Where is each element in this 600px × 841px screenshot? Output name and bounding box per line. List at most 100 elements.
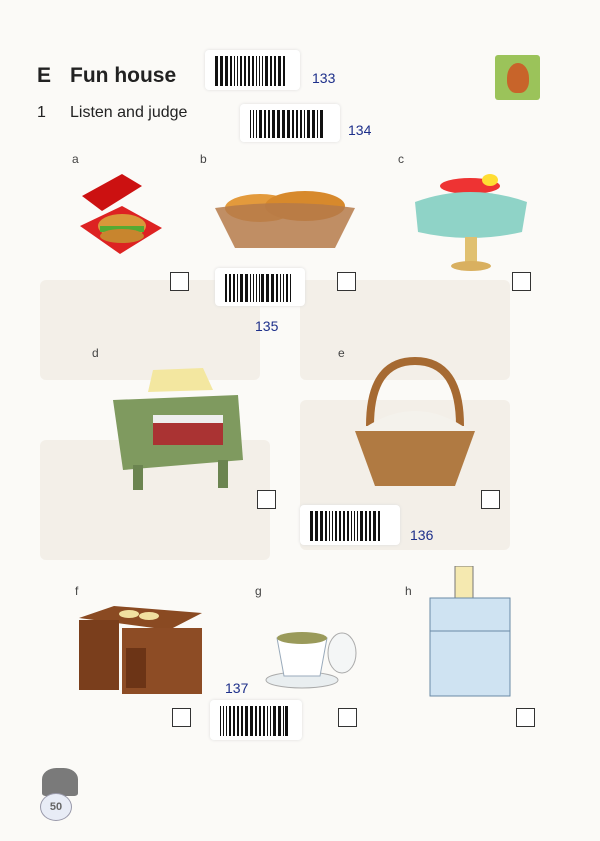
item-label: h — [405, 584, 412, 598]
audio-barcode-136[interactable] — [300, 505, 400, 545]
barcode-bar — [232, 274, 235, 302]
barcode-bar — [272, 110, 275, 138]
barcode-bar — [249, 706, 253, 736]
barcode-bar — [259, 706, 261, 736]
audio-barcode-133[interactable] — [205, 50, 300, 90]
barcode-bar — [290, 274, 291, 302]
item-label: d — [92, 346, 99, 360]
barcode-bar — [271, 274, 275, 302]
barcode-bar — [274, 56, 276, 86]
answer-checkbox-b[interactable] — [337, 272, 356, 291]
barcode-bar — [270, 56, 272, 86]
teacup-picture — [265, 632, 357, 689]
barcode-bar — [244, 274, 248, 302]
barcode-bar — [273, 706, 276, 736]
barcode-bar — [252, 274, 254, 302]
barcode-bar — [307, 110, 310, 138]
page-number: 50 — [40, 793, 72, 821]
barcode-bar — [266, 274, 270, 302]
item-label: b — [200, 152, 207, 166]
answer-checkbox-g[interactable] — [338, 708, 357, 727]
barcode-bar — [347, 511, 349, 541]
barcode-bar — [250, 110, 251, 138]
mascot-monkey-icon — [495, 55, 540, 100]
barcode-bar — [254, 706, 258, 736]
barcode-bar — [237, 56, 238, 86]
barcode-bar — [220, 56, 223, 86]
barcode-bar — [259, 110, 262, 138]
audio-barcode-134[interactable] — [240, 104, 340, 142]
barcode-bar — [296, 110, 298, 138]
barcode-bar — [300, 110, 302, 138]
barcode-bar — [236, 706, 239, 736]
barcode-bar — [234, 56, 235, 86]
item-label: c — [398, 152, 404, 166]
barcode-bar — [276, 274, 279, 302]
answer-checkbox-a[interactable] — [170, 272, 189, 291]
barcode-bar — [228, 274, 231, 302]
barcode-bar — [225, 274, 227, 302]
audio-barcode-135[interactable] — [215, 268, 305, 306]
barcode-bar — [286, 274, 288, 302]
barcode-bar — [259, 56, 260, 86]
answer-checkbox-e[interactable] — [481, 490, 500, 509]
barcode-bar — [266, 706, 269, 736]
barcode-bar — [277, 706, 281, 736]
barcode-bar — [282, 110, 285, 138]
barcode-bar — [215, 56, 218, 86]
answer-checkbox-h[interactable] — [516, 708, 535, 727]
answer-checkbox-d[interactable] — [257, 490, 276, 509]
section-letter: E — [37, 64, 52, 87]
audio-barcode-137[interactable] — [210, 700, 302, 740]
barcode-bar — [225, 706, 227, 736]
barcode-bar — [277, 110, 280, 138]
barcode-bar — [253, 110, 254, 138]
exercise-title: Listen and judge — [70, 104, 188, 121]
barcode-bar — [256, 110, 257, 138]
barcode-bar — [287, 110, 290, 138]
barcode-bar — [280, 274, 282, 302]
barcode-bar — [265, 56, 268, 86]
barcode-bar — [339, 511, 341, 541]
barcode-bar — [320, 511, 323, 541]
barcode-bar — [320, 110, 323, 138]
barcode-bar — [285, 706, 288, 736]
barcode-bar — [343, 511, 345, 541]
mascot-zebra-icon — [42, 768, 78, 796]
barcode-bar — [332, 511, 333, 541]
fruit-table-picture — [415, 174, 527, 271]
barcode-bar — [230, 56, 232, 86]
barcode-bar — [228, 706, 232, 736]
barcode-bar — [236, 274, 238, 302]
barcode-bar — [317, 110, 318, 138]
barcode-bar — [310, 511, 313, 541]
barcode-bar — [268, 110, 270, 138]
barcode-bar — [222, 706, 224, 736]
exercise-number: 1 — [37, 104, 46, 121]
answer-checkbox-c[interactable] — [512, 272, 531, 291]
barcode-bar — [373, 511, 376, 541]
audio-code: 135 — [255, 318, 279, 334]
barcode-bar — [225, 56, 228, 86]
answer-checkbox-f[interactable] — [172, 708, 191, 727]
barcode-bar — [357, 511, 358, 541]
barcode-bar — [248, 56, 250, 86]
barcode-bar — [312, 110, 315, 138]
item-label: g — [255, 584, 262, 598]
barcode-bar — [258, 274, 260, 302]
barcode-bar — [270, 706, 272, 736]
audio-code: 133 — [312, 70, 336, 86]
barcode-bar — [220, 706, 221, 736]
barcode-bar — [252, 56, 254, 86]
barcode-bar — [256, 56, 257, 86]
schoolbag-picture — [113, 368, 243, 490]
item-label: e — [338, 346, 345, 360]
barcode-bar — [292, 110, 294, 138]
barcode-bar — [245, 706, 248, 736]
section-title: Fun house — [70, 64, 177, 87]
barcode-bar — [264, 110, 266, 138]
item-label: a — [72, 152, 79, 166]
barcode-bar — [369, 511, 371, 541]
barcode-bar — [351, 511, 352, 541]
